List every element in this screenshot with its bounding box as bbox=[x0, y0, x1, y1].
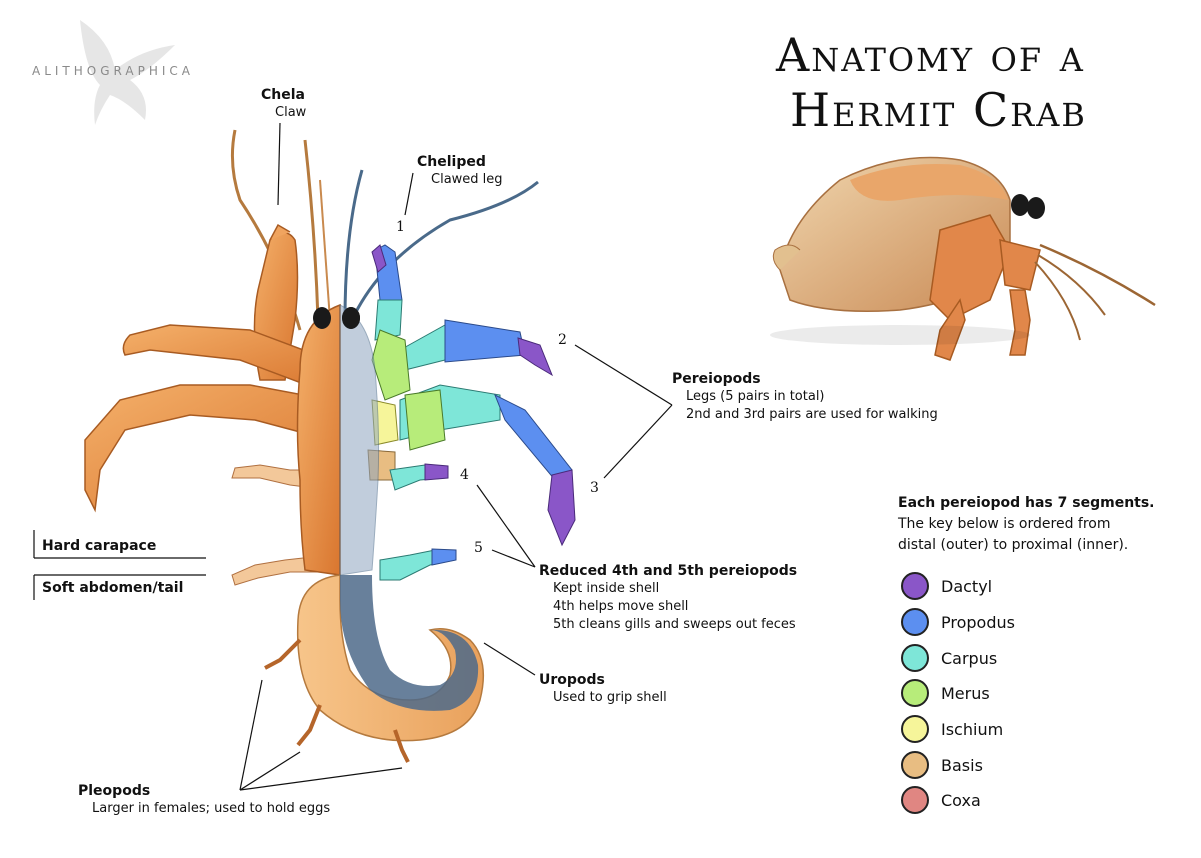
label-reduced-desc-3: 5th cleans gills and sweeps out feces bbox=[553, 617, 796, 632]
key-item-carpus: Carpus bbox=[901, 644, 997, 672]
label-soft-abdomen: Soft abdomen/tail bbox=[42, 580, 184, 596]
brand-name: ALITHOGRAPHICA bbox=[32, 64, 194, 78]
label-uropods-desc: Used to grip shell bbox=[553, 690, 667, 705]
page-title-line-2: Hermit Crab bbox=[790, 83, 1087, 137]
key-label-carpus: Carpus bbox=[941, 648, 998, 668]
number-3: 3 bbox=[590, 480, 599, 496]
key-swatch-merus bbox=[901, 679, 929, 707]
number-1: 1 bbox=[396, 219, 405, 235]
label-pereiopods: Pereiopods Legs (5 pairs in total) 2nd a… bbox=[672, 370, 938, 424]
label-pleopods: Pleopods Larger in females; used to hold… bbox=[78, 782, 330, 818]
label-pereiopods-desc-1: Legs (5 pairs in total) bbox=[686, 389, 825, 404]
leader-lines bbox=[33, 122, 673, 791]
key-swatch-propodus bbox=[901, 608, 929, 636]
key-label-ischium: Ischium bbox=[941, 719, 1004, 739]
label-reduced-desc-2: 4th helps move shell bbox=[553, 599, 689, 614]
key-heading: Each pereiopod has 7 segments. The key b… bbox=[898, 493, 1155, 556]
key-label-propodus: Propodus bbox=[941, 612, 1015, 632]
key-swatch-dactyl bbox=[901, 572, 929, 600]
number-2: 2 bbox=[558, 332, 567, 348]
label-pleopods-desc: Larger in females; used to hold eggs bbox=[92, 801, 331, 816]
label-pereiopods-desc-2: 2nd and 3rd pairs are used for walking bbox=[686, 407, 938, 422]
label-chela: Chela Claw bbox=[261, 86, 306, 122]
number-5: 5 bbox=[474, 540, 483, 556]
label-pereiopods-heading: Pereiopods bbox=[672, 371, 761, 387]
crab-natural-half bbox=[84, 129, 485, 763]
key-item-coxa: Coxa bbox=[901, 786, 981, 814]
key-swatch-ischium bbox=[901, 715, 929, 743]
label-reduced-heading: Reduced 4th and 5th pereiopods bbox=[539, 563, 798, 579]
key-label-merus: Merus bbox=[941, 683, 990, 703]
key-label-dactyl: Dactyl bbox=[941, 576, 993, 596]
side-view-crab bbox=[770, 156, 1156, 361]
label-uropods: Uropods Used to grip shell bbox=[539, 671, 667, 707]
key-item-basis: Basis bbox=[901, 751, 983, 779]
key-heading-line-3: distal (outer) to proximal (inner). bbox=[898, 537, 1129, 553]
key-label-coxa: Coxa bbox=[941, 790, 981, 810]
key-item-dactyl: Dactyl bbox=[901, 572, 992, 600]
number-4: 4 bbox=[460, 467, 469, 483]
key-item-merus: Merus bbox=[901, 679, 990, 707]
label-cheliped: Cheliped Clawed leg bbox=[417, 153, 503, 189]
label-chela-desc: Claw bbox=[275, 105, 307, 120]
label-reduced-desc-1: Kept inside shell bbox=[553, 581, 660, 596]
brand-bird-logo bbox=[80, 20, 175, 125]
label-reduced-pereiopods: Reduced 4th and 5th pereiopods Kept insi… bbox=[539, 562, 797, 634]
label-uropods-heading: Uropods bbox=[539, 672, 605, 688]
key-swatch-basis bbox=[901, 751, 929, 779]
key-label-basis: Basis bbox=[941, 755, 983, 775]
key-heading-title: Each pereiopod has 7 segments. bbox=[898, 495, 1155, 511]
label-hard-carapace: Hard carapace bbox=[42, 538, 157, 554]
key-item-ischium: Ischium bbox=[901, 715, 1003, 743]
label-cheliped-heading: Cheliped bbox=[417, 154, 486, 170]
key-swatch-carpus bbox=[901, 644, 929, 672]
page-title-line-1: Anatomy of a bbox=[776, 28, 1085, 82]
key-heading-line-2: The key below is ordered from bbox=[898, 516, 1111, 532]
crab-colour-coded-half bbox=[339, 169, 576, 711]
label-pleopods-heading: Pleopods bbox=[78, 783, 151, 799]
label-chela-heading: Chela bbox=[261, 87, 305, 103]
label-cheliped-desc: Clawed leg bbox=[431, 172, 503, 187]
key-item-propodus: Propodus bbox=[901, 608, 1015, 636]
key-swatch-coxa bbox=[901, 786, 929, 814]
